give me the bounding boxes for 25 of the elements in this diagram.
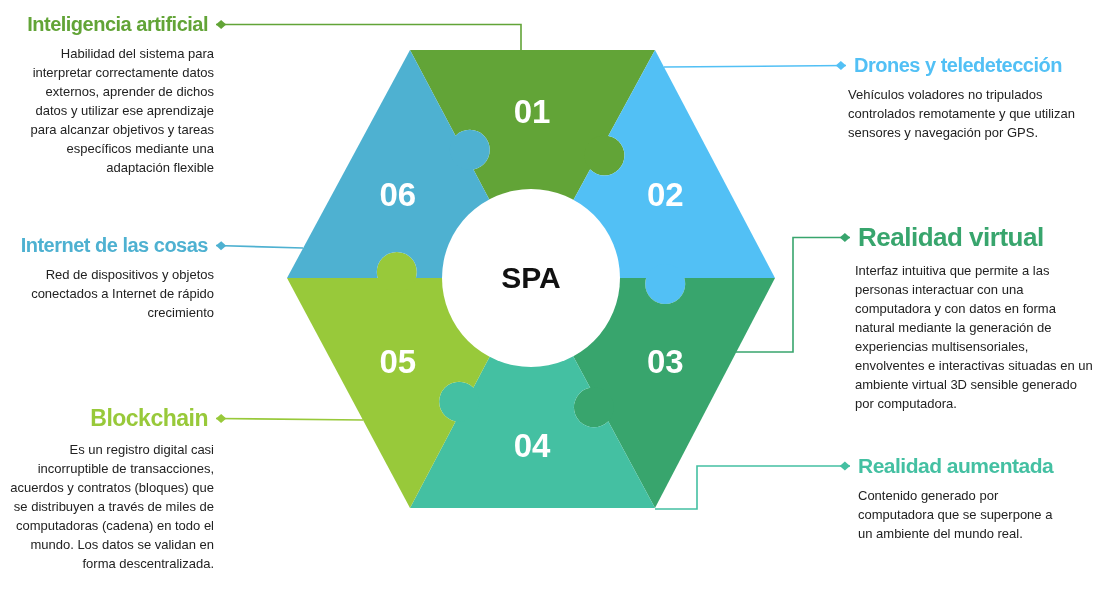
topic-heading: Internet de las cosas (20, 234, 208, 257)
description-text: Interfaz intuitiva que permite a las personas interactuar con una computadora y con datos en forma natural mediante la generación de experiencias multisensoriales, envolventes e interactivas situadas en un ambiente virtual 3D sensible generado por computadora. (855, 262, 1093, 413)
step-number: 02 (646, 175, 684, 214)
connector-line (215, 241, 304, 251)
step-number: 04 (513, 426, 551, 465)
topic-heading: Blockchain (90, 405, 208, 432)
connector-line (215, 20, 522, 51)
center-label: SPA (501, 261, 561, 295)
connector-line (735, 233, 851, 353)
step-number: 03 (646, 342, 684, 381)
topic-heading: Inteligencia artificial (27, 13, 208, 36)
connector-line (663, 61, 847, 70)
step-number: 05 (379, 342, 417, 381)
connector-line (654, 461, 851, 510)
description-text: Red de dispositivos y objetos conectados a Internet de rápido crecimiento (30, 266, 214, 322)
topic-heading: Drones y teledetección (854, 54, 1062, 77)
description-text: Contenido generado por computadora que se superpone a un ambiente del mundo real. (858, 487, 1053, 543)
step-number: 01 (513, 92, 551, 131)
description-text: Es un registro digital casi incorruptible de transacciones, acuerdos y contratos (bloques) que se distribuyen a través de miles de computadoras (cadena) en todo el mundo. Los datos se validan en forma descentralizada. (9, 441, 214, 573)
connector-line (215, 414, 364, 424)
topic-heading: Realidad virtual (858, 222, 1044, 253)
topic-heading: Realidad aumentada (858, 454, 1054, 478)
step-number: 06 (379, 175, 417, 214)
description-text: Habilidad del sistema para interpretar correctamente datos externos, aprender de dichos datos y utilizar ese aprendizaje para alcanzar objetivos y tareas específicos mediante una adaptación flexible (29, 45, 214, 177)
description-text: Vehículos voladores no tripulados controlados remotamente y que utilizan sensores y navegación por GPS. (848, 86, 1076, 142)
